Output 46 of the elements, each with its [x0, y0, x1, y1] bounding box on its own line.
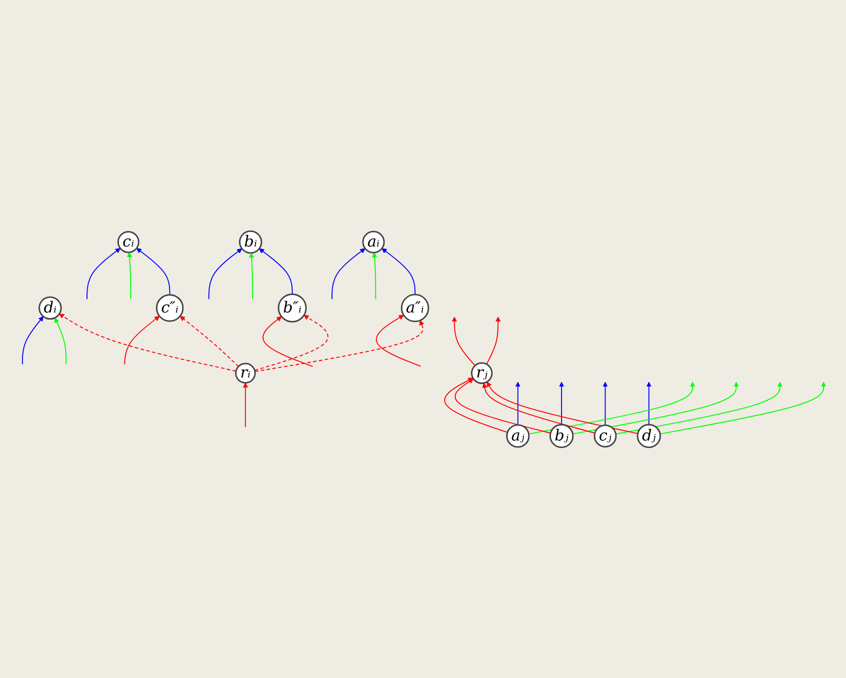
- arrow: [242, 382, 248, 428]
- arrow: [86, 248, 120, 300]
- arrow: [254, 320, 424, 372]
- node-circle: b″ᵢ: [278, 294, 307, 322]
- arrow: [486, 382, 638, 434]
- arrow: [208, 248, 242, 300]
- node-circle: a″ᵢ: [400, 294, 430, 322]
- arrow: [615, 382, 782, 434]
- arrow: [248, 252, 254, 300]
- arrow: [332, 248, 366, 300]
- arrow: [59, 314, 236, 372]
- arrow: [262, 316, 314, 367]
- arrow: [486, 316, 501, 365]
- arrow: [515, 382, 520, 426]
- arrow: [259, 248, 293, 295]
- node-circle: bⱼ: [549, 424, 574, 448]
- arrow: [454, 378, 552, 434]
- arrow: [444, 378, 508, 433]
- node-circle: rᵢ: [235, 362, 256, 384]
- arrow: [180, 316, 239, 367]
- arrow: [660, 382, 826, 434]
- arrow: [22, 316, 44, 365]
- node-circle: bᵢ: [238, 230, 262, 254]
- arrow: [382, 248, 416, 296]
- arrow: [126, 252, 132, 300]
- arrow: [558, 382, 564, 426]
- node-circle: dᵢ: [38, 296, 62, 320]
- node-circle: aⱼ: [506, 424, 530, 448]
- arrow: [528, 382, 696, 434]
- arrow: [254, 315, 328, 371]
- arrow: [124, 316, 160, 365]
- arrow: [482, 382, 596, 434]
- node-circle: dⱼ: [636, 424, 661, 448]
- arrow: [136, 248, 170, 296]
- arrow: [646, 382, 652, 426]
- arrow: [572, 382, 739, 434]
- node-circle: rⱼ: [470, 362, 493, 384]
- arrow: [54, 318, 67, 365]
- arrow: [376, 314, 422, 367]
- arrow: [372, 252, 378, 300]
- arrow: [452, 316, 476, 366]
- arrow: [602, 382, 608, 426]
- node-circle: cⱼ: [594, 424, 617, 448]
- node-circle: cᵢ: [117, 231, 140, 254]
- node-circle: c″ᵢ: [156, 294, 184, 322]
- node-circle: aᵢ: [362, 230, 385, 254]
